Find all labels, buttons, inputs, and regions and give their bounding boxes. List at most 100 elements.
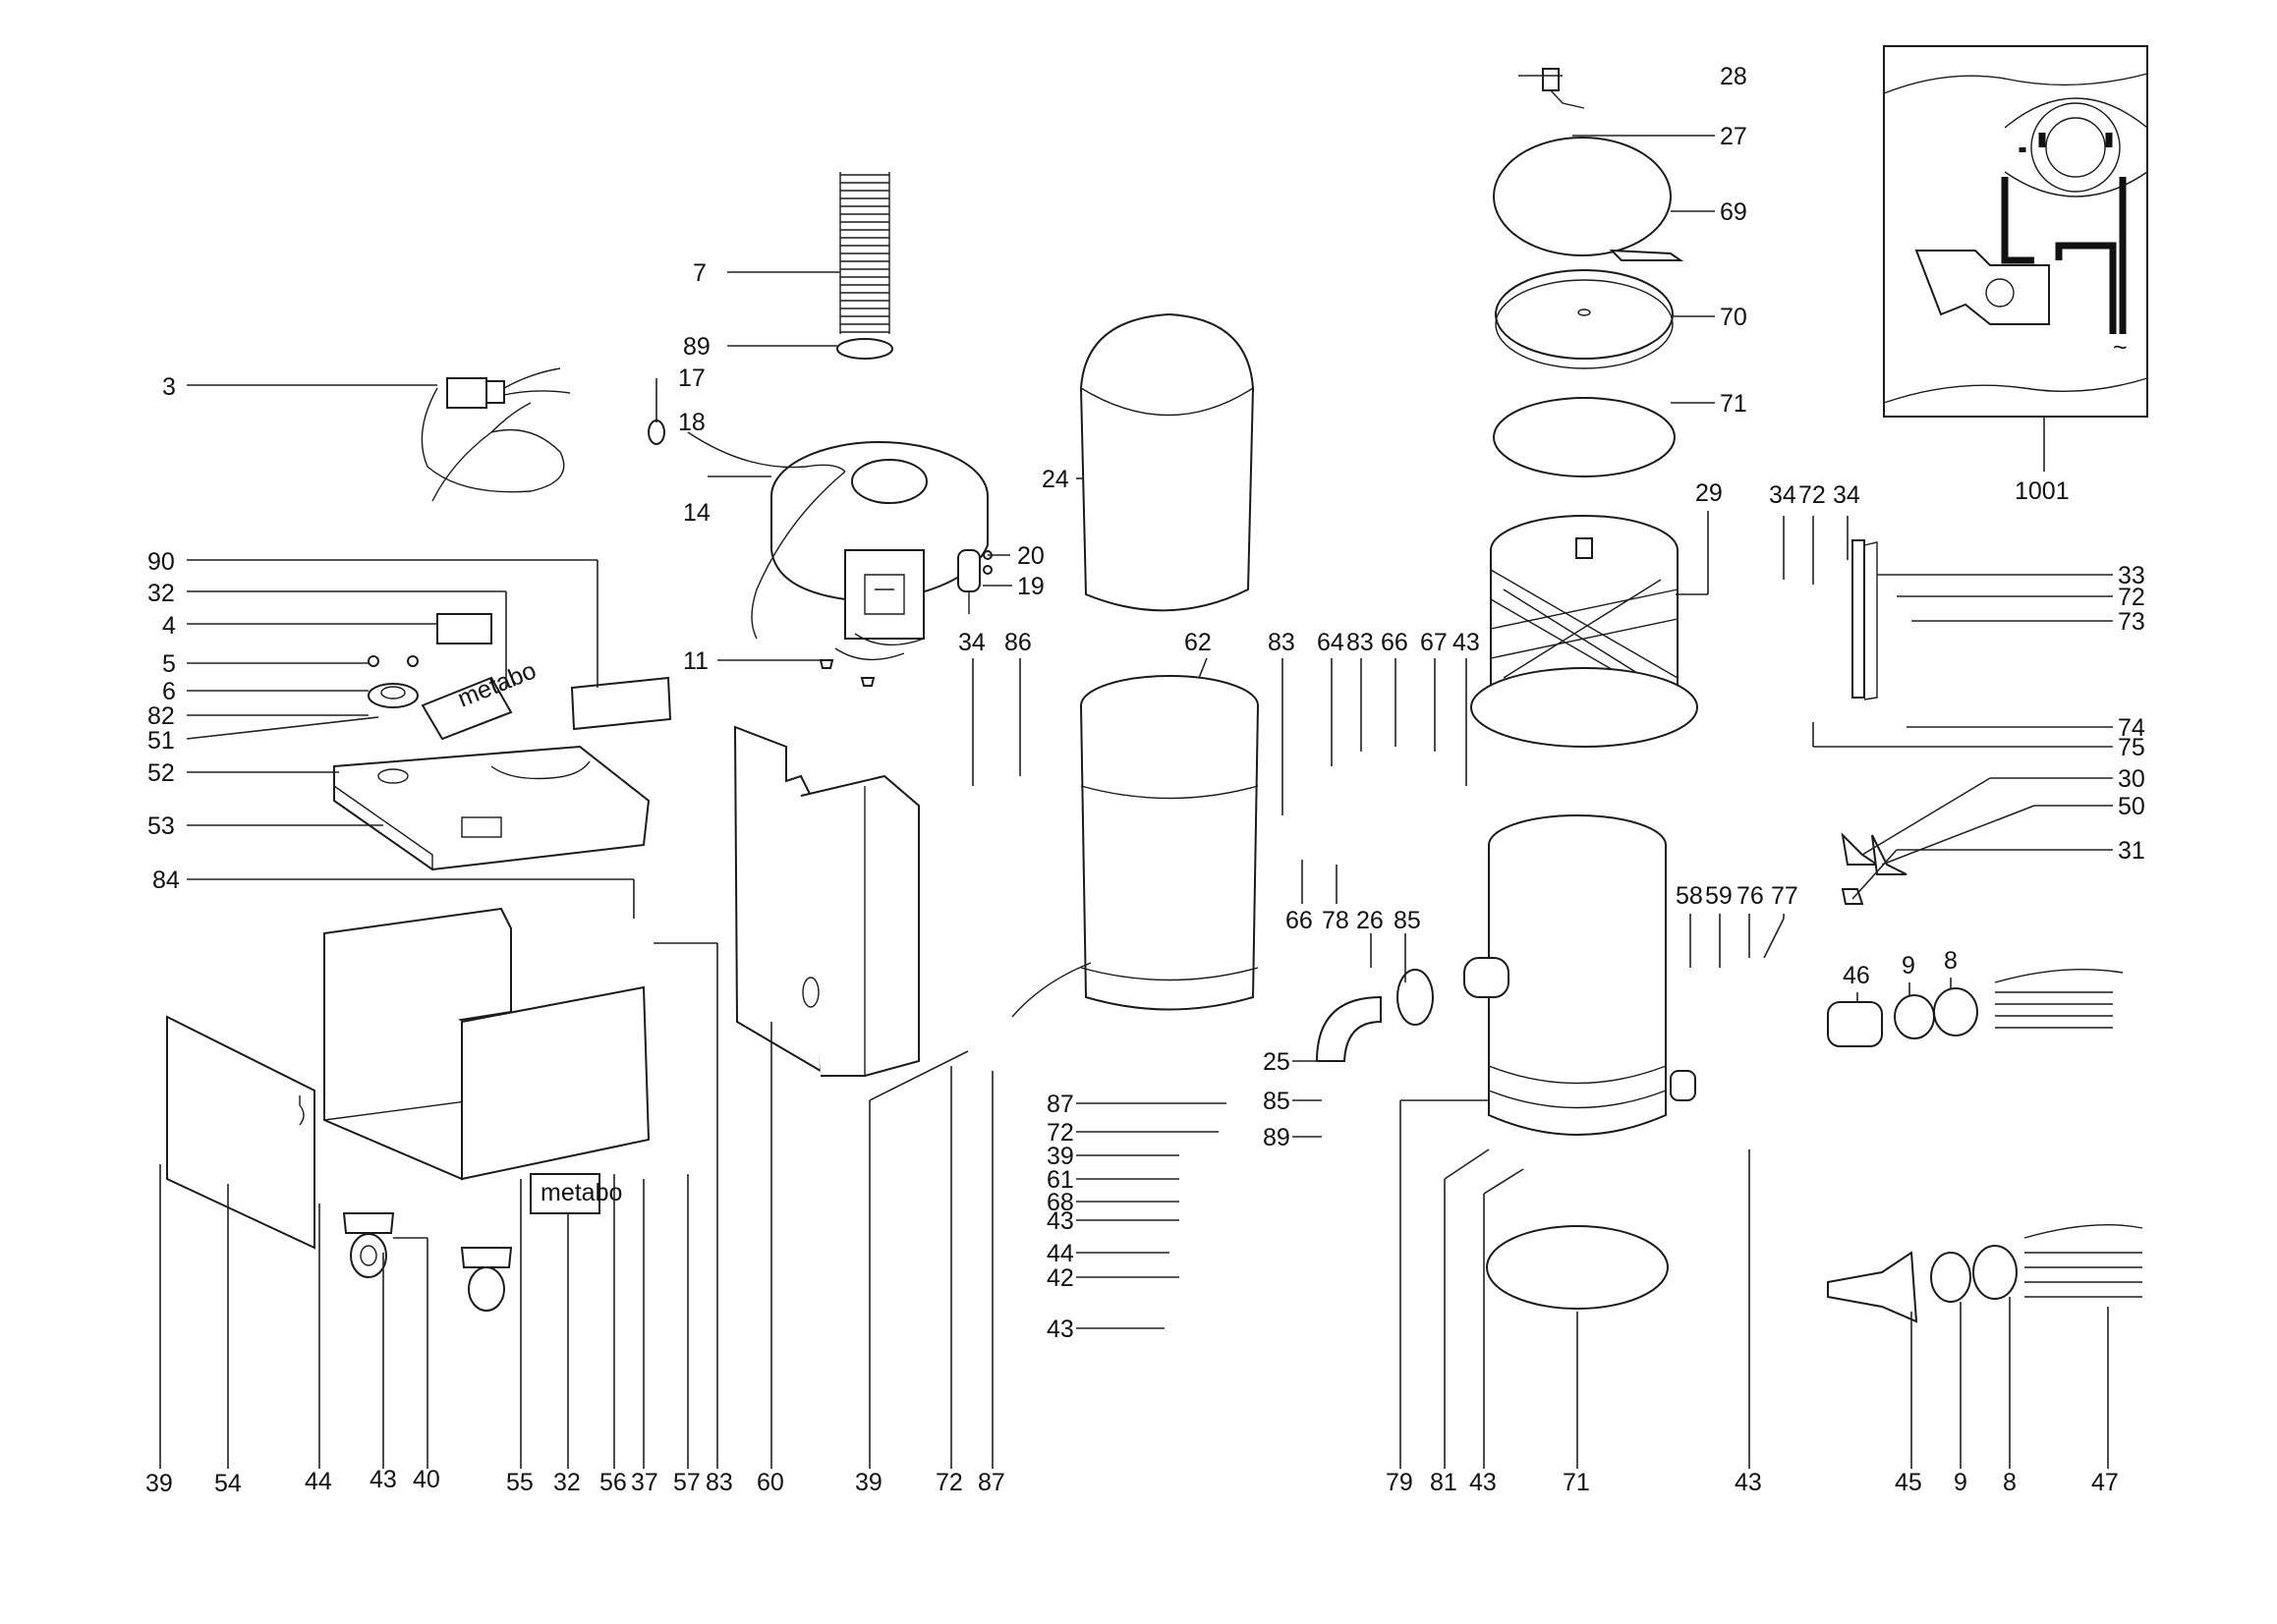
callout-72: 72 xyxy=(1047,1119,1074,1147)
main-drum-79 xyxy=(1463,814,1696,1136)
filter-cartridge-29 xyxy=(1470,515,1698,748)
callout-40: 40 xyxy=(413,1466,440,1493)
callout-43-bottom-a: 43 xyxy=(370,1466,397,1493)
switch-6 xyxy=(368,655,419,708)
callout-69: 69 xyxy=(1720,198,1747,226)
callout-34b: 34 xyxy=(1769,481,1796,509)
clip-17 xyxy=(648,420,665,445)
callout-66: 66 xyxy=(1381,629,1408,656)
leader-lines xyxy=(159,75,2113,1469)
callout-8-bottom: 8 xyxy=(2003,1469,2017,1496)
hose-18 xyxy=(687,431,846,640)
elbow-25 xyxy=(1315,969,1434,1062)
top-plate-52 xyxy=(333,745,651,871)
callout-8: 8 xyxy=(1944,947,1958,975)
callout-73: 73 xyxy=(2118,608,2145,636)
callout-39-bottom: 39 xyxy=(145,1470,173,1497)
callout-83-bottom: 83 xyxy=(706,1469,733,1496)
brush-bar-33 xyxy=(1851,539,1878,700)
callout-32: 32 xyxy=(147,580,175,607)
callout-43-bottom-b: 43 xyxy=(1469,1469,1497,1496)
callout-67: 67 xyxy=(1420,629,1448,656)
callout-7: 7 xyxy=(693,259,707,287)
callout-14: 14 xyxy=(683,499,711,527)
callout-25: 25 xyxy=(1263,1048,1290,1076)
callout-27: 27 xyxy=(1720,123,1747,150)
capacitor-19 xyxy=(957,549,981,614)
flex-hose-7 xyxy=(839,172,890,349)
callout-90: 90 xyxy=(147,548,175,576)
callout-39-bottom-b: 39 xyxy=(855,1469,882,1496)
callout-1001: 1001 xyxy=(2015,477,2070,505)
callout-85: 85 xyxy=(1394,907,1421,934)
callout-89b: 89 xyxy=(1263,1124,1290,1151)
callout-24: 24 xyxy=(1042,466,1069,493)
callout-58: 58 xyxy=(1676,882,1703,910)
callout-46: 46 xyxy=(1843,962,1870,989)
callout-6: 6 xyxy=(162,678,176,705)
callout-61: 61 xyxy=(1047,1166,1074,1194)
callout-71: 71 xyxy=(1720,390,1747,418)
callout-17: 17 xyxy=(678,364,706,392)
hose-45-9-8-47 xyxy=(1827,1223,2143,1323)
callout-72b: 72 xyxy=(1798,481,1826,509)
label-4 xyxy=(436,613,492,644)
callout-64: 64 xyxy=(1317,629,1344,656)
callout-39: 39 xyxy=(1047,1143,1074,1170)
label-90 xyxy=(570,676,672,731)
drum-62 xyxy=(1011,675,1259,1018)
callout-44: 44 xyxy=(1047,1240,1074,1267)
callout-labels: 3 7 89 17 18 14 20 19 11 90 32 4 5 6 82 … xyxy=(145,63,2145,1497)
screw-11 xyxy=(819,659,876,687)
callout-83b: 83 xyxy=(1346,629,1374,656)
callout-81: 81 xyxy=(1430,1469,1457,1496)
callout-66b: 66 xyxy=(1285,907,1313,934)
callout-34c: 34 xyxy=(1833,481,1860,509)
callout-43: 43 xyxy=(1452,629,1480,656)
callout-34: 34 xyxy=(958,629,986,656)
callout-33: 33 xyxy=(2118,562,2145,589)
callout-84: 84 xyxy=(152,867,180,894)
callout-59: 59 xyxy=(1705,882,1733,910)
callout-45: 45 xyxy=(1895,1469,1922,1496)
callout-50: 50 xyxy=(2118,793,2145,820)
callout-83: 83 xyxy=(1268,629,1295,656)
callout-19: 19 xyxy=(1017,573,1045,600)
hose-46-9-8 xyxy=(1827,968,2124,1047)
callout-43c: 43 xyxy=(1047,1316,1074,1343)
callout-30: 30 xyxy=(2118,765,2145,793)
callout-53: 53 xyxy=(147,812,175,840)
callout-29: 29 xyxy=(1695,479,1723,507)
hose-clamp-89 xyxy=(836,338,893,360)
callout-4: 4 xyxy=(162,612,176,640)
ring-69 xyxy=(1493,137,1684,261)
callout-77: 77 xyxy=(1771,882,1798,910)
box-frame-55: metabo xyxy=(323,907,651,1214)
callout-79: 79 xyxy=(1386,1469,1413,1496)
callout-86: 86 xyxy=(1004,629,1032,656)
cable-plug-3 xyxy=(421,367,571,502)
callout-74: 74 xyxy=(2118,714,2145,742)
callout-47: 47 xyxy=(2091,1469,2119,1496)
callout-68: 68 xyxy=(1047,1189,1074,1216)
callout-43b: 43 xyxy=(1047,1207,1074,1235)
callout-43-bottom-c: 43 xyxy=(1735,1469,1762,1496)
callout-32-bottom: 32 xyxy=(553,1469,581,1496)
callout-52: 52 xyxy=(147,759,175,787)
caster-40 xyxy=(342,1212,395,1278)
callout-26: 26 xyxy=(1356,907,1384,934)
hose-section-30-31 xyxy=(1841,832,1907,905)
callout-54: 54 xyxy=(214,1470,242,1497)
wiring-inset: ~ xyxy=(1883,45,2148,418)
svg-text:~: ~ xyxy=(2113,334,2128,362)
callout-9: 9 xyxy=(1902,952,1915,980)
callout-3: 3 xyxy=(162,373,176,401)
callout-20: 20 xyxy=(1017,542,1045,570)
callout-72-bottom: 72 xyxy=(936,1469,963,1496)
callout-37: 37 xyxy=(631,1469,658,1496)
crank-28 xyxy=(1542,68,1585,109)
gasket-71-top xyxy=(1493,397,1676,477)
filter-bag-24 xyxy=(1079,312,1255,612)
callout-51: 51 xyxy=(147,727,175,755)
